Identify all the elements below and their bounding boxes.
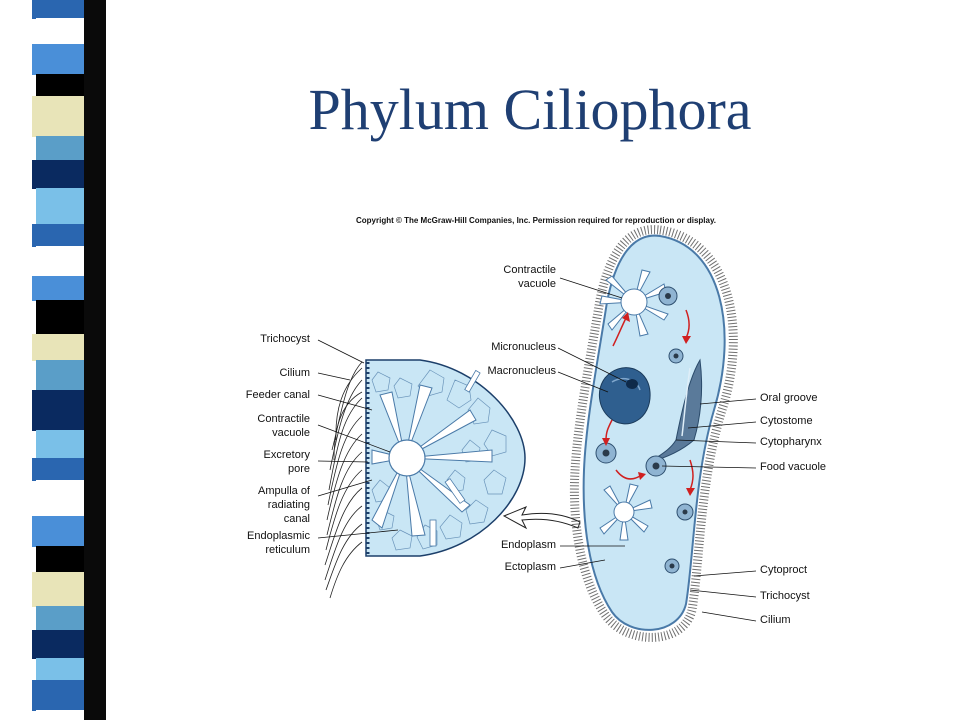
label-trichocyst-left: Trichocyst bbox=[260, 333, 310, 345]
stripe-block bbox=[36, 546, 88, 573]
slide-title: Phylum Ciliophora bbox=[308, 77, 752, 142]
label-er-line2: reticulum bbox=[265, 544, 310, 556]
stripe-block bbox=[32, 160, 84, 189]
label-contractile-vacuole-left-line1: Contractile bbox=[257, 413, 310, 425]
stripe-block bbox=[32, 458, 84, 481]
label-ampulla-line3: canal bbox=[283, 513, 310, 525]
stripe-block bbox=[32, 334, 84, 361]
stripe-block bbox=[36, 136, 88, 161]
stripe-block bbox=[36, 710, 88, 720]
stripe-block bbox=[36, 658, 88, 681]
macronucleus-shape bbox=[598, 367, 651, 425]
stripe-block bbox=[32, 224, 84, 247]
stripe-shadow bbox=[84, 0, 106, 720]
paramecium-cell bbox=[569, 225, 738, 642]
label-ampulla-line2: radiating bbox=[267, 499, 310, 511]
stripe-block bbox=[36, 606, 88, 631]
label-trichocyst-right: Trichocyst bbox=[760, 590, 810, 602]
micronucleus-shape bbox=[626, 379, 638, 389]
label-macronucleus: Macronucleus bbox=[487, 365, 556, 377]
magnify-arrow bbox=[502, 506, 581, 530]
label-food-vacuole: Food vacuole bbox=[760, 461, 827, 473]
stripe-block bbox=[36, 360, 88, 391]
stripe-block bbox=[32, 680, 84, 711]
stripe-block bbox=[36, 188, 88, 225]
decorative-stripe bbox=[0, 0, 110, 720]
label-contractile-vacuole-mid-line1: Contractile bbox=[503, 264, 556, 276]
label-er-line1: Endoplasmic bbox=[247, 530, 310, 542]
stripe-block bbox=[36, 246, 88, 277]
stripe-block bbox=[32, 0, 84, 19]
stripe-block bbox=[32, 516, 84, 547]
label-micronucleus: Micronucleus bbox=[491, 341, 556, 353]
label-cytoproct: Cytoproct bbox=[760, 564, 808, 576]
label-oral-groove: Oral groove bbox=[760, 392, 818, 404]
stripe-block bbox=[32, 96, 84, 137]
label-contractile-vacuole-mid-line2: vacuole bbox=[518, 278, 556, 290]
stripe-block bbox=[36, 18, 88, 45]
label-cilium-left: Cilium bbox=[279, 367, 310, 379]
stripe-block bbox=[32, 44, 84, 75]
leader-lines bbox=[317, 277, 757, 622]
label-cilium-right: Cilium bbox=[760, 614, 791, 626]
label-ampulla-line1: Ampulla of bbox=[258, 485, 310, 497]
label-excretory-pore-line1: Excretory bbox=[263, 449, 310, 461]
label-ectoplasm: Ectoplasm bbox=[504, 561, 556, 573]
stripe-block bbox=[32, 572, 84, 607]
label-endoplasm: Endoplasm bbox=[500, 539, 556, 551]
stripe-block bbox=[36, 74, 88, 97]
stripe-block bbox=[36, 480, 88, 517]
stripe-blocks bbox=[32, 0, 106, 720]
stripe-block bbox=[36, 300, 88, 335]
label-cytostome: Cytostome bbox=[760, 415, 813, 427]
label-contractile-vacuole-left-line2: vacuole bbox=[272, 427, 310, 439]
label-cytopharynx: Cytopharynx bbox=[760, 436, 822, 448]
label-feeder-canal: Feeder canal bbox=[245, 389, 310, 401]
contractile-vacuole-detail bbox=[324, 359, 526, 599]
copyright-notice: Copyright © The McGraw-Hill Companies, I… bbox=[356, 216, 717, 225]
stripe-block bbox=[36, 430, 88, 459]
stripe-block bbox=[32, 630, 84, 659]
stripe-block bbox=[32, 390, 84, 431]
label-excretory-pore-line2: pore bbox=[287, 463, 310, 475]
stripe-block bbox=[32, 276, 84, 301]
